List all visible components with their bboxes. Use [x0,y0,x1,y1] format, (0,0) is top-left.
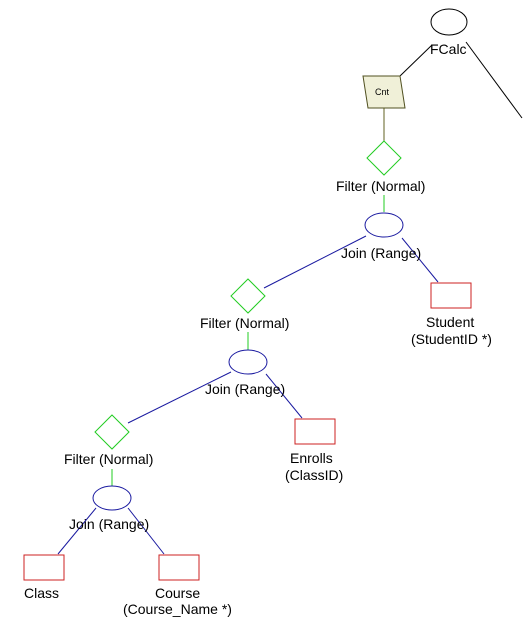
filter3-diamond [94,414,130,450]
edges [57,41,523,555]
filter1-diamond [366,140,402,176]
student-rect [430,282,472,309]
fcalc-label: FCalc [430,41,467,57]
cnt-node[interactable]: Cnt [362,75,406,109]
join3-label: Join (Range) [69,516,149,532]
edge-fcalc-right [465,41,523,119]
enrolls-key-label: (ClassID) [285,467,343,483]
join2-label: Join (Range) [205,381,285,397]
join1-ellipse [364,212,404,238]
edge-join2-filter3 [127,371,232,424]
filter1-label: Filter (Normal) [336,178,425,194]
join3-node[interactable]: Join (Range) [69,485,149,532]
join1-label: Join (Range) [341,245,421,261]
edge-join1-filter2 [263,235,367,289]
student-table-node[interactable]: Student (StudentID *) [411,282,492,347]
student-key-label: (StudentID *) [411,331,492,347]
join2-node[interactable]: Join (Range) [205,349,285,397]
join3-ellipse [92,485,132,511]
course-key-label: (Course_Name *) [123,601,232,617]
fcalc-node[interactable]: FCalc [430,8,468,57]
edge-join3-class [57,507,97,555]
course-label: Course [155,585,200,601]
edge-join2-enrolls [265,373,303,419]
filter1-node[interactable]: Filter (Normal) [336,140,425,194]
enrolls-table-node[interactable]: Enrolls (ClassID) [285,418,343,483]
cnt-label: Cnt [375,87,390,97]
class-label: Class [24,585,59,601]
class-rect [23,554,65,581]
class-table-node[interactable]: Class [23,554,65,601]
filter3-label: Filter (Normal) [64,451,153,467]
filter2-node[interactable]: Filter (Normal) [200,278,289,331]
student-label: Student [426,314,474,330]
edge-fcalc-cnt [399,44,433,77]
join1-node[interactable]: Join (Range) [341,212,421,261]
cnt-shape [362,75,406,109]
enrolls-label: Enrolls [290,450,333,466]
course-table-node[interactable]: Course (Course_Name *) [123,554,232,617]
course-rect [158,554,200,581]
filter3-node[interactable]: Filter (Normal) [64,414,153,467]
join2-ellipse [228,349,268,375]
filter2-diamond [230,278,266,314]
fcalc-ellipse [430,8,468,36]
edge-join1-student [401,237,439,283]
filter2-label: Filter (Normal) [200,315,289,331]
edge-join3-course [127,507,165,555]
enrolls-rect [294,418,336,445]
